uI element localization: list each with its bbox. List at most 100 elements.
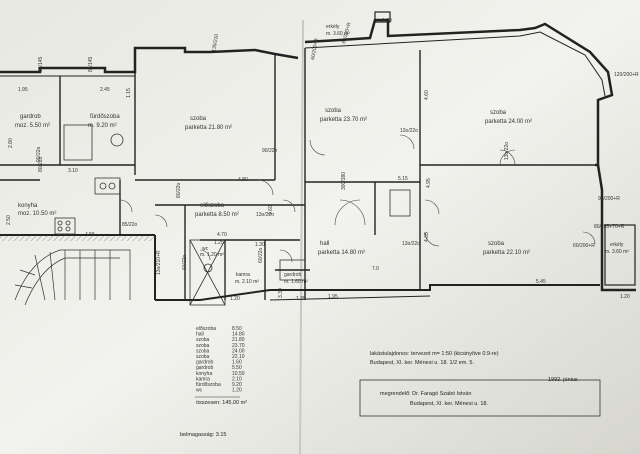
area-row-name: szoba <box>196 343 210 349</box>
dim-label: 1.15 <box>126 88 132 98</box>
area-row-name: hall <box>196 332 204 338</box>
dim-label: 1.25 <box>214 240 224 246</box>
room-szoba-2-name: szoba <box>325 108 342 114</box>
opening-label: 85/145 <box>38 56 44 72</box>
room-gardrob-2-name: gardrob <box>284 272 301 278</box>
room-kamra-floor: m. 2.10 m² <box>235 279 259 285</box>
dim-label: 3.10 <box>68 168 78 174</box>
stair-wall-hatch <box>0 235 155 241</box>
opening-label: 80/22o <box>176 182 182 198</box>
opening-labels: 85/145 85/145 135/210 90/200+R 60/200+R … <box>36 22 639 275</box>
area-row-name: szoba <box>196 354 210 360</box>
opening-label: 90/22o <box>36 146 42 162</box>
opening-label: 60/200+R <box>310 37 320 60</box>
opening-label: 85/22o <box>122 222 138 228</box>
staircase <box>14 249 131 306</box>
area-row-name: fürdőszoba <box>196 382 221 388</box>
area-row-name: szoba <box>196 348 210 354</box>
room-szoba-4-name: szoba <box>488 241 505 247</box>
room-wc-floor: m. 1.20 m² <box>200 252 224 258</box>
opening-label: 13o/22o <box>504 142 510 160</box>
area-row-name: wc <box>196 388 203 394</box>
room-furdo-name: fürdőszoba <box>90 114 120 120</box>
room-erkely-2-name: erkély <box>610 242 624 248</box>
room-szoba-3-name: szoba <box>490 110 507 116</box>
room-gardrob-1-floor: moz. 5.50 m² <box>15 123 50 129</box>
room-erkely-2-floor: m. 3.60 m² <box>605 249 629 255</box>
interior-walls <box>0 48 598 300</box>
title-line-2: Budapest, XI. ker. Ménesi u. 18. 1/2 em.… <box>370 360 474 366</box>
dim-label: 1.20 <box>230 296 240 302</box>
dim-label: 5.15 <box>398 176 408 182</box>
area-row-value: 8.50 <box>232 326 242 332</box>
title-date: 1992. június <box>548 377 578 383</box>
room-kamra-name: kamra <box>236 272 250 278</box>
room-szoba-4-floor: parketta 22.10 m² <box>483 250 530 256</box>
area-row-value: 23.70 <box>232 343 245 349</box>
dim-label: 1.95 <box>18 87 28 93</box>
area-row-value: 2.10 <box>232 376 242 382</box>
dim-label: 4.60 <box>424 90 430 100</box>
area-row-value: 10.50 <box>232 371 245 377</box>
area-row-name: gardrob <box>196 360 213 366</box>
paper-fold <box>299 19 304 454</box>
dim-label: 4.65 <box>424 232 430 242</box>
opening-label: 13o/22o <box>256 212 274 218</box>
opening-label: 300/380 <box>341 172 347 190</box>
dim-label: 1.60 <box>268 205 274 215</box>
room-eloszoba-floor: parketta 8.50 m² <box>195 212 239 218</box>
area-total: összesen: 145.00 m² <box>196 400 247 406</box>
room-wc-name: wc <box>202 246 209 252</box>
ceiling-height: belmagasság: 3.15 <box>180 432 226 438</box>
balcony-right <box>604 224 636 286</box>
room-labels: szoba parketta 21.80 m² szoba parketta 2… <box>15 24 629 285</box>
room-konyha-name: konyha <box>18 203 38 209</box>
area-row-name: kamra <box>196 376 210 382</box>
area-row-name: gardrob <box>196 365 213 371</box>
room-erkely-1-name: erkély <box>326 24 340 30</box>
dim-label: 1.25 <box>296 296 306 302</box>
opening-label: 60/200+R <box>573 243 595 249</box>
room-szoba-3-floor: parketta 24.00 m² <box>485 119 532 125</box>
area-row-name: előszoba <box>196 326 216 332</box>
room-furdo-floor: m. 9.20 m² <box>88 123 117 129</box>
area-row-value: 9.20 <box>232 382 242 388</box>
room-konyha-floor: moz. 10.50 m² <box>18 211 56 217</box>
room-hall-floor: parketta 14.80 m² <box>318 250 365 256</box>
area-row-value: 24.00 <box>232 348 245 354</box>
opening-label: 90/200+R <box>341 22 353 45</box>
opening-label: 13o/210+R <box>156 250 162 275</box>
area-row-value: 21.80 <box>232 337 245 343</box>
dim-label: 1.30 <box>255 242 265 248</box>
dim-label: 2.45 <box>100 87 110 93</box>
room-gardrob-1-name: gardrob <box>20 114 41 120</box>
title-line-1: lakástulajdonos: tervezet m= 1:50 (kicsi… <box>370 351 499 357</box>
area-row-value: 14.80 <box>232 332 245 338</box>
room-eloszoba-name: előszoba <box>200 203 225 209</box>
dim-label: 1.20 <box>382 18 392 24</box>
area-row-name: konyha <box>196 371 212 377</box>
title-line-4: Budapest, XI. ker. Ménesi u. 18. <box>410 401 488 407</box>
area-row-name: szoba <box>196 337 210 343</box>
room-gardrob-2-floor: m. 1.60 m² <box>284 279 308 285</box>
dim-label: 4.70 <box>217 232 227 238</box>
room-szoba-1-floor: parketta 21.80 m² <box>185 125 232 131</box>
title-line-3: megrendelő: Dr. Faragó Szabó István <box>380 391 471 397</box>
room-szoba-1-name: szoba <box>190 116 207 122</box>
title-block: lakástulajdonos: tervezet m= 1:50 (kicsi… <box>359 351 601 417</box>
area-row-value: 1.20 <box>232 388 242 394</box>
door-swings <box>119 134 596 263</box>
opening-label: 120/200+R <box>614 72 639 78</box>
opening-label: 13o/22o <box>402 241 420 247</box>
dim-label: 1.20 <box>620 294 630 300</box>
area-row-value: 5.50 <box>232 365 242 371</box>
opening-label: 90/22o <box>262 148 278 154</box>
dim-label: 4.95 <box>426 178 432 188</box>
dim-label: 2.80 <box>8 138 14 148</box>
opening-label: 60/22o <box>182 254 188 270</box>
room-hall-name: hall <box>320 241 329 247</box>
dimension-labels: 1.95 2.45 1.15 2.80 3.10 4.80 4.55 2.50 … <box>6 18 630 302</box>
opening-label: 80/205+70+R <box>594 224 625 230</box>
